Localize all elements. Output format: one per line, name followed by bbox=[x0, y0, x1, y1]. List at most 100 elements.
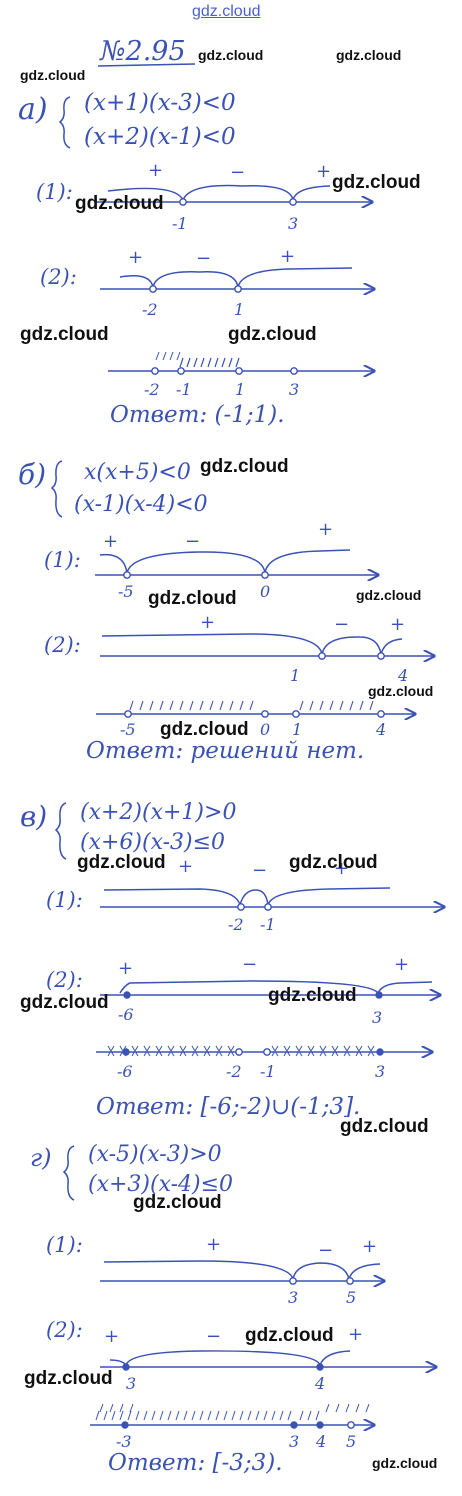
part-b-l2-sign1: + bbox=[200, 612, 216, 633]
part-a-l1-sign2: − bbox=[230, 162, 246, 183]
part-a-ineq1: (x+1)(x-3)<0 bbox=[84, 90, 236, 116]
hatch-g3a bbox=[95, 1410, 292, 1421]
part-g-l1-sign3: + bbox=[362, 1236, 378, 1257]
point-a3-m1 bbox=[177, 367, 185, 375]
arcs-b2 bbox=[101, 633, 403, 655]
part-v-ineq1: (x+2)(x+1)>0 bbox=[80, 800, 237, 825]
point-a3-m2 bbox=[151, 367, 159, 375]
part-v-label1: (1): bbox=[46, 888, 83, 912]
part-v-answer: Ответ: [-6;-2)∪(-1;3]. bbox=[96, 1094, 361, 1120]
part-a-l3-pt3: 1 bbox=[235, 380, 246, 399]
point-b1-m5 bbox=[123, 571, 131, 579]
point-g1-3 bbox=[289, 1277, 297, 1285]
part-v-l2-pt1: -6 bbox=[118, 1005, 134, 1024]
point-a2-m2 bbox=[149, 285, 157, 293]
watermark: gdz.cloud bbox=[20, 324, 109, 345]
part-b-l1-pt2: 0 bbox=[260, 582, 271, 601]
part-a-l3-pt2: -1 bbox=[176, 380, 192, 399]
point-v3-m1 bbox=[263, 1048, 271, 1056]
watermark: gdz.cloud bbox=[268, 985, 357, 1006]
part-b-l2-pt2: 4 bbox=[398, 666, 409, 685]
part-b-l2-sign3: + bbox=[390, 614, 406, 635]
part-v-l3-pt3: -1 bbox=[260, 1062, 276, 1081]
part-a-l1-sign1: + bbox=[148, 160, 164, 181]
point-v1-m2 bbox=[237, 903, 245, 911]
part-v-l1-pt2: -1 bbox=[260, 915, 276, 934]
brace-a bbox=[58, 96, 71, 149]
part-g-l3-pt2: 3 bbox=[289, 1432, 300, 1451]
watermark: gdz.cloud bbox=[336, 47, 402, 63]
part-v-l1-sign1: + bbox=[178, 856, 194, 877]
point-a1-m1 bbox=[179, 198, 187, 206]
part-g-l3-pt1: -3 bbox=[116, 1432, 132, 1451]
part-a-l2-pt1: -2 bbox=[142, 300, 158, 319]
hatch-v3b bbox=[271, 1045, 375, 1057]
point-v3-m6 bbox=[122, 1048, 130, 1056]
arcs-b1 bbox=[99, 549, 351, 574]
part-a-l1-pt1: -1 bbox=[172, 214, 188, 233]
arcs-a2 bbox=[119, 267, 353, 288]
part-b-l3-pt1: -5 bbox=[120, 720, 136, 739]
watermark: gdz.cloud bbox=[20, 67, 86, 83]
part-v-l2-sign2: − bbox=[242, 954, 258, 975]
part-b-l2-sign2: − bbox=[334, 614, 350, 635]
watermark: gdz.cloud bbox=[200, 456, 289, 477]
part-g-l2-sign2: − bbox=[206, 1326, 222, 1347]
watermark: gdz.cloud bbox=[192, 3, 261, 20]
part-a-ineq2: (x+2)(x-1)<0 bbox=[84, 124, 236, 150]
part-a-l3-pt4: 3 bbox=[289, 380, 300, 399]
point-b3-m5 bbox=[124, 710, 132, 718]
part-g-label2: (2): bbox=[46, 1318, 83, 1342]
part-a-l2-pt2: 1 bbox=[234, 300, 245, 319]
point-v3-3 bbox=[376, 1048, 384, 1056]
part-b-l3-pt3: 1 bbox=[292, 720, 303, 739]
point-v1-m1 bbox=[264, 903, 272, 911]
watermark: gdz.cloud bbox=[332, 172, 421, 193]
title-underline bbox=[97, 63, 196, 67]
watermark: gdz.cloud bbox=[228, 324, 317, 345]
point-v2-3 bbox=[375, 991, 383, 999]
part-b-l3-pt2: 0 bbox=[260, 720, 271, 739]
brace-v bbox=[54, 802, 67, 860]
part-g-ineq2: (x+3)(x-4)≤0 bbox=[88, 1172, 234, 1197]
point-a2-1 bbox=[234, 285, 242, 293]
point-b2-1 bbox=[318, 652, 326, 660]
watermark: gdz.cloud bbox=[368, 683, 434, 699]
point-g1-5 bbox=[346, 1277, 354, 1285]
point-b1-0 bbox=[261, 571, 269, 579]
part-a-label1: (1): bbox=[36, 180, 73, 204]
part-a-answer: Ответ: (-1;1). bbox=[110, 402, 285, 428]
arcs-v2 bbox=[119, 980, 433, 995]
part-v-l2-sign3: + bbox=[394, 954, 410, 975]
watermark: gdz.cloud bbox=[289, 852, 378, 873]
part-a-l1-pt2: 3 bbox=[288, 214, 299, 233]
point-a3-3 bbox=[290, 367, 298, 375]
part-g-l3-pt3: 4 bbox=[316, 1432, 327, 1451]
part-b-l2-pt1: 1 bbox=[290, 666, 301, 685]
part-a-l1-sign3: + bbox=[316, 161, 332, 182]
brace-g bbox=[62, 1145, 75, 1201]
part-b-l1-pt1: -5 bbox=[118, 582, 134, 601]
point-b3-4 bbox=[377, 710, 385, 718]
part-b-ineq2: (x-1)(x-4)<0 bbox=[74, 492, 208, 517]
hatch-b3a bbox=[129, 700, 254, 711]
part-g-l1-sign2: − bbox=[318, 1240, 334, 1261]
part-v-l3-pt1: -6 bbox=[117, 1062, 133, 1081]
part-b-ineq1: x(x+5)<0 bbox=[84, 460, 191, 485]
point-v3-m2 bbox=[235, 1048, 243, 1056]
part-g-l2-sign1: + bbox=[104, 1326, 120, 1347]
point-b2-4 bbox=[377, 652, 385, 660]
part-g-answer: Ответ: [-3;3). bbox=[108, 1450, 283, 1476]
point-a3-1 bbox=[235, 367, 243, 375]
watermark: gdz.cloud bbox=[24, 1368, 113, 1389]
watermark: gdz.cloud bbox=[20, 992, 109, 1013]
part-b-label1: (1): bbox=[44, 548, 81, 572]
point-g2-m3 bbox=[122, 1363, 130, 1371]
brace-b bbox=[50, 460, 63, 518]
watermark: gdz.cloud bbox=[77, 852, 166, 873]
point-g2-4 bbox=[316, 1363, 324, 1371]
part-a-l3-pt1: -2 bbox=[144, 380, 160, 399]
part-v-letter: в) bbox=[20, 800, 48, 833]
part-v-l2-pt2: 3 bbox=[372, 1008, 383, 1027]
part-b-letter: б) bbox=[18, 458, 47, 491]
